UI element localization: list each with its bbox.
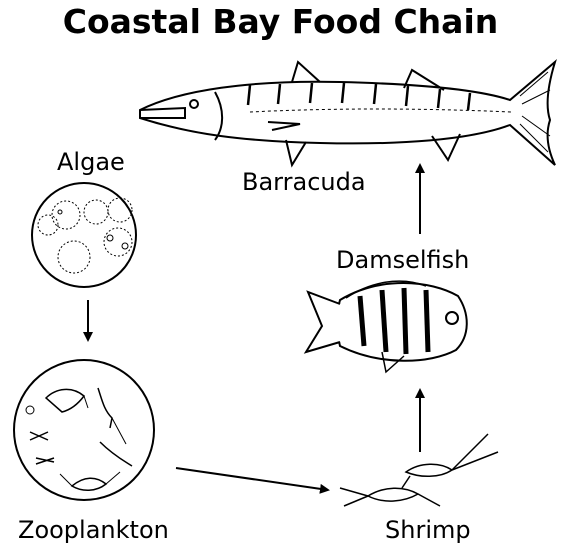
arrow-zooplankton-to-shrimp xyxy=(176,468,328,490)
damselfish-icon xyxy=(306,281,467,372)
barracuda-label: Barracuda xyxy=(242,168,366,196)
damselfish-label: Damselfish xyxy=(336,246,469,274)
algae-label: Algae xyxy=(57,148,125,176)
zooplankton-icon xyxy=(14,360,154,500)
barracuda-icon xyxy=(140,62,555,165)
shrimp-label: Shrimp xyxy=(385,516,471,544)
zooplankton-label: Zooplankton xyxy=(18,516,169,544)
algae-cells-icon xyxy=(32,183,136,287)
